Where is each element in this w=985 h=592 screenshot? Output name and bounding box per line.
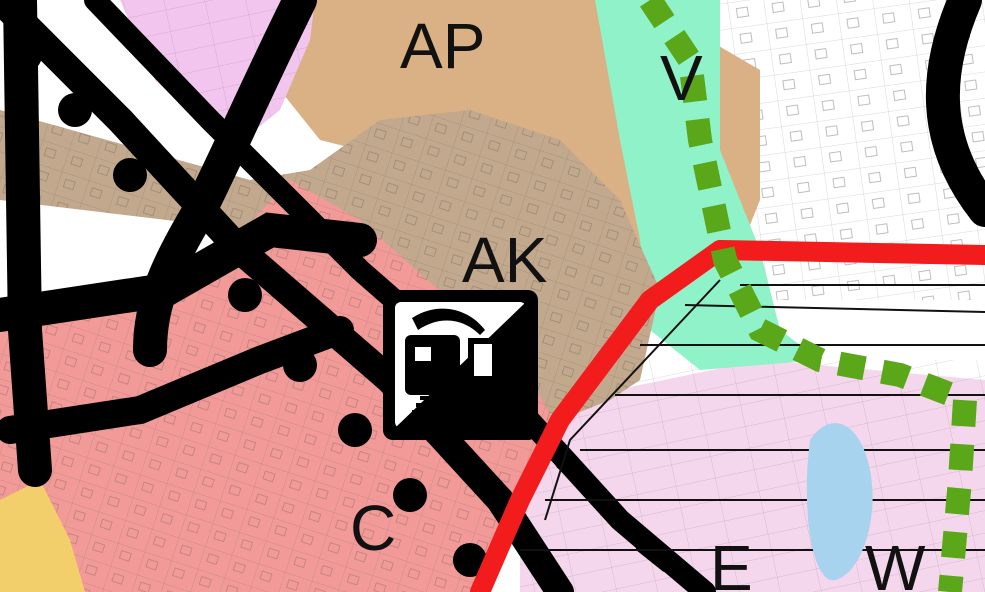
- railway-station-symbol[interactable]: [383, 290, 538, 440]
- rail-ticks: [151, 66, 669, 572]
- red-corridor[interactable]: [470, 240, 985, 592]
- rail-tick: [311, 226, 349, 254]
- rail-tick: [636, 544, 669, 572]
- road-node: [393, 478, 427, 512]
- rail-tick: [556, 461, 589, 489]
- road-node: [453, 543, 487, 577]
- zone-label-e: E: [710, 532, 753, 592]
- zone-label-c: C: [350, 492, 396, 564]
- road-nodes: [8, 38, 487, 577]
- road-node: [113, 158, 147, 192]
- rail-tick: [151, 66, 189, 92]
- zone-label-w: W: [865, 532, 926, 592]
- road-node: [283, 348, 317, 382]
- road-node: [8, 38, 42, 72]
- pond-icon: [806, 423, 873, 581]
- zone-label-ap: AP: [400, 10, 485, 82]
- zone-yellow-area[interactable]: [0, 480, 85, 592]
- road-node: [228, 278, 262, 312]
- green-dashed-boundary: [640, 0, 978, 592]
- zone-label-v: V: [660, 42, 703, 114]
- road-node: [338, 413, 372, 447]
- train-station-icon: [405, 308, 498, 414]
- zone-label-ak: AK: [462, 224, 547, 296]
- road-node: [58, 93, 92, 127]
